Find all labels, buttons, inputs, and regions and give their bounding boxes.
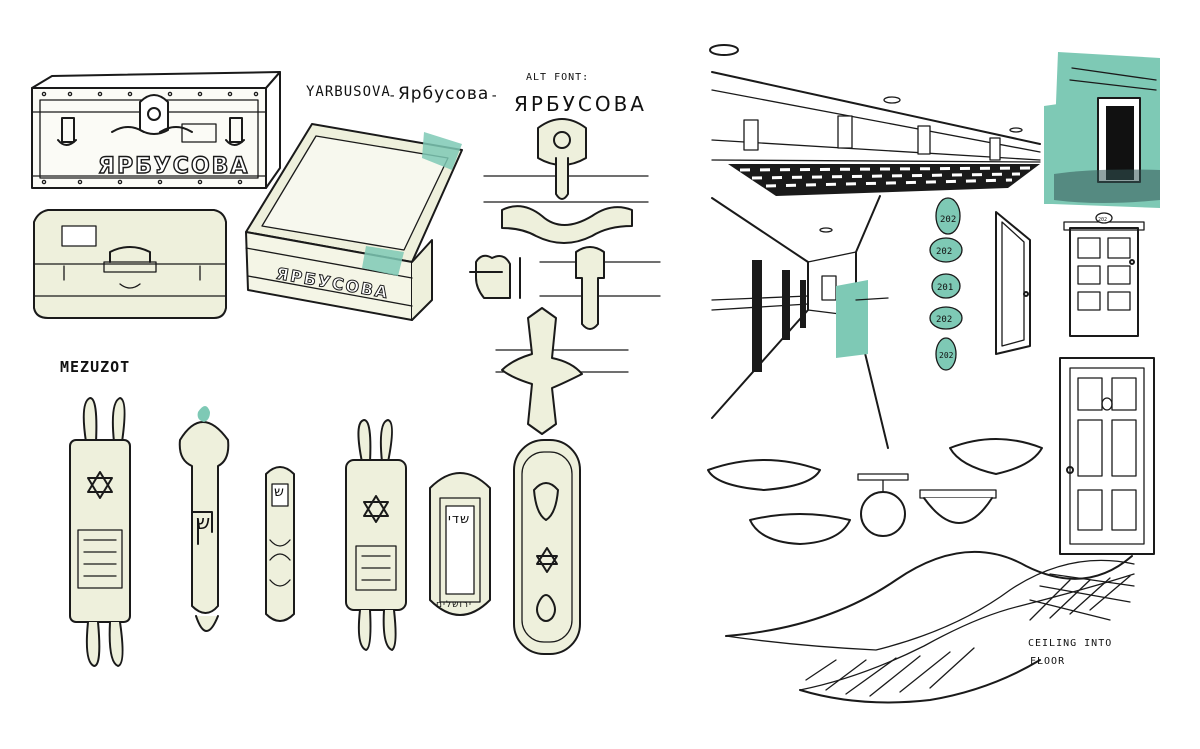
hallway-perspective-drawing xyxy=(711,195,889,449)
room-number-4: 202 xyxy=(936,315,952,325)
mezuzah-shin-2: ש xyxy=(274,484,285,500)
mezuzah-jerusalem: ירושלים xyxy=(436,600,473,610)
ceiling-into-floor-label-line2: FLOOR xyxy=(1030,656,1066,667)
mezuzot-drawings xyxy=(69,397,581,667)
ceiling-light-fixtures xyxy=(707,438,1043,545)
room-number-plates xyxy=(929,197,963,371)
open-trunk-drawing xyxy=(245,123,463,321)
teal-doorway-drawing xyxy=(1044,52,1160,208)
closed-trunk-drawing xyxy=(31,71,281,189)
name-line-separator-2: - xyxy=(490,88,500,104)
ceiling-disc-sketches xyxy=(709,44,1023,133)
mezuzah-shaddai: שדי xyxy=(448,512,471,527)
room-number-2: 202 xyxy=(936,247,952,257)
room-number-3: 201 xyxy=(937,283,953,293)
name-line-cyrillic: Ярбусова xyxy=(398,84,490,104)
small-suitcase-drawing xyxy=(33,209,227,319)
door-plate-number: 202 xyxy=(1098,217,1107,223)
six-panel-door-drawing xyxy=(1059,357,1155,555)
trunk-name-text: ЯРБУСОВА xyxy=(98,154,249,179)
checkered-corridor-drawing xyxy=(711,71,1041,196)
alt-font-label: ALT FONT: xyxy=(526,72,590,83)
open-door-drawing xyxy=(995,211,1031,355)
mezuzah-shin-1: ש xyxy=(196,510,212,534)
name-line-separator: - xyxy=(388,88,398,104)
ceiling-into-floor-wireframe xyxy=(725,550,1135,704)
room-number-5: 202 xyxy=(939,351,954,360)
name-line-latin: YARBUSOVA xyxy=(306,84,391,100)
paneled-door-drawing xyxy=(1063,212,1145,337)
mezuzot-heading: MEZUZOT xyxy=(60,358,131,376)
ceiling-into-floor-label-line1: CEILING INTO xyxy=(1028,638,1113,649)
room-number-1: 202 xyxy=(940,215,956,225)
alt-font-name: ЯРБУСОВА xyxy=(514,92,647,116)
latch-hardware-drawings xyxy=(469,118,661,435)
